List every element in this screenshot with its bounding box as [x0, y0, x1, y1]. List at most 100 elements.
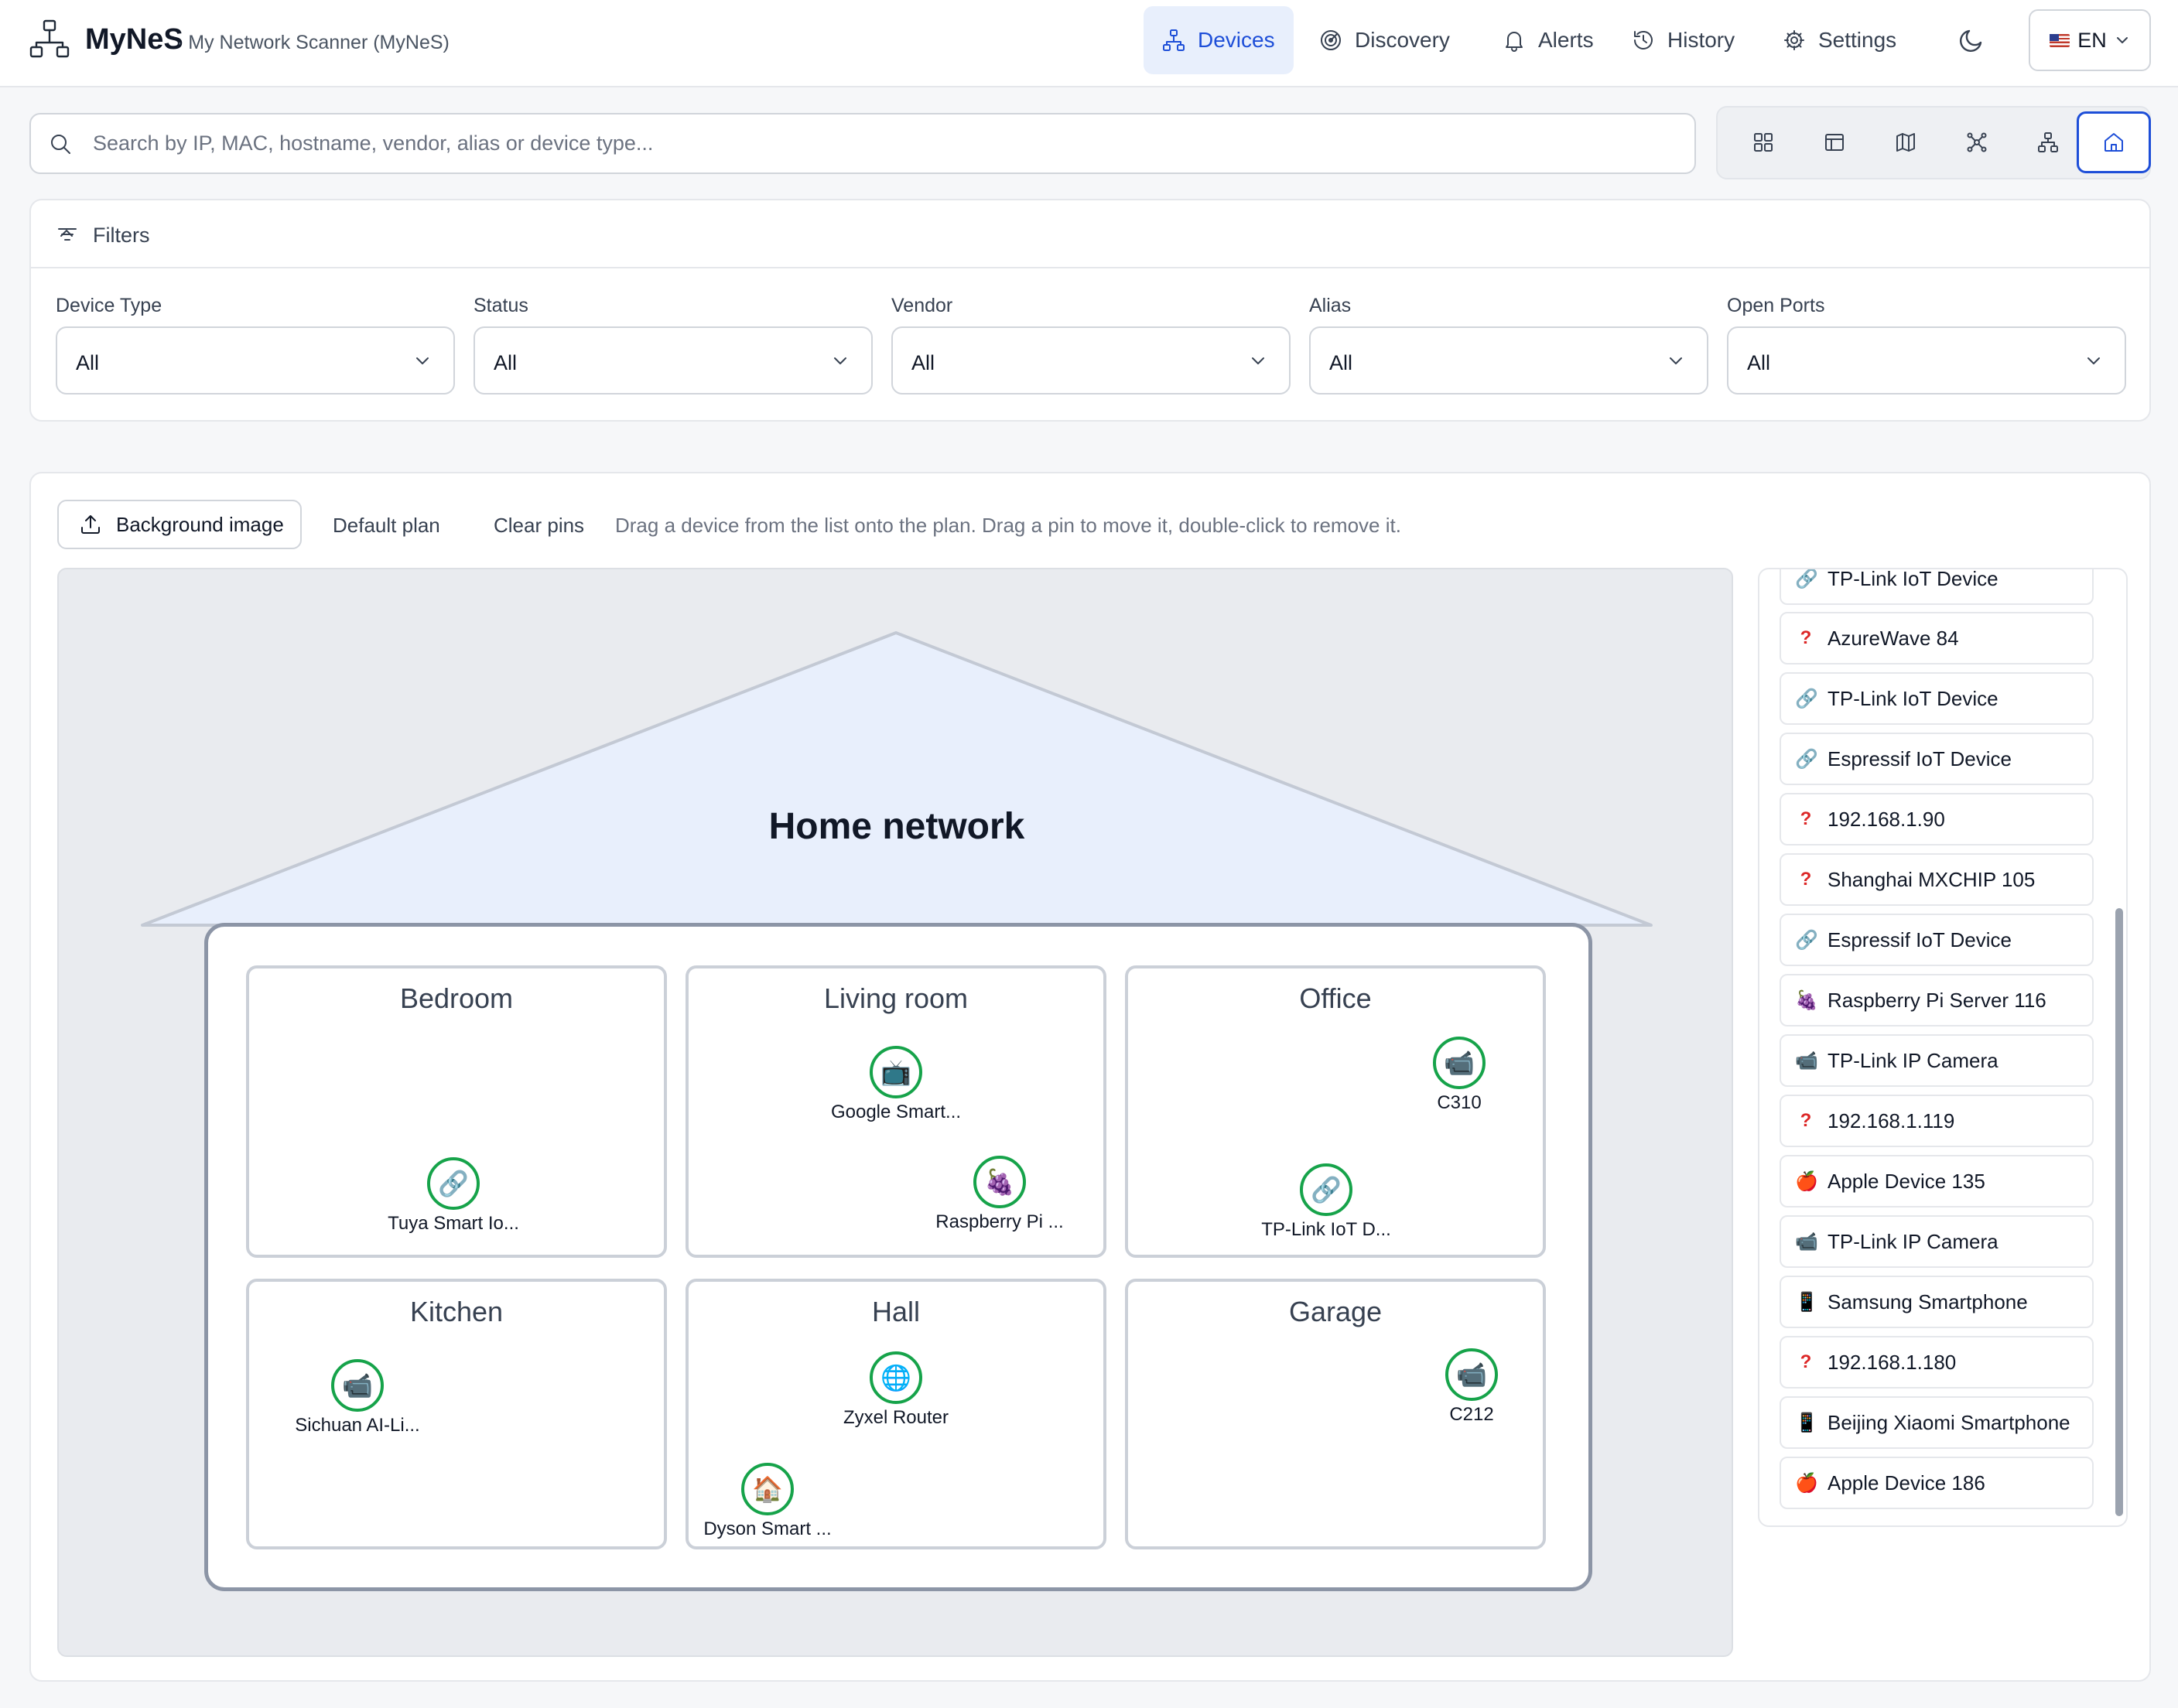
device-name: TP-Link IoT Device [1828, 686, 1998, 710]
chevron-down-icon [2087, 357, 2100, 364]
device-pin[interactable]: 📹 Sichuan AI-Li... [288, 1359, 427, 1436]
device-list-item[interactable]: 📱Samsung Smartphone [1780, 1276, 2094, 1328]
device-list-item[interactable]: ?192.168.1.180 [1780, 1336, 2094, 1389]
pin-label: TP-Link IoT D... [1261, 1219, 1391, 1240]
room-living-room-name: Living room [823, 982, 969, 1014]
nav-alerts[interactable]: Alerts [1484, 6, 1612, 74]
filter-open-ports-label: Open Ports [1727, 295, 1825, 316]
filter-alias-select[interactable]: All [1309, 326, 1708, 395]
filters-header[interactable]: Filters [31, 200, 2149, 268]
device-list-item[interactable]: 🔗Espressif IoT Device [1780, 733, 2094, 785]
house-roof [141, 631, 1653, 927]
filter-vendor-label: Vendor [891, 295, 953, 316]
device-pin[interactable]: 🔗 Tuya Smart Io... [384, 1157, 523, 1235]
device-pin[interactable]: 🏠 Dyson Smart ... [698, 1463, 837, 1540]
device-pin[interactable]: 📺 Google Smart... [826, 1046, 966, 1123]
filter-open-ports-select[interactable]: All [1727, 326, 2126, 395]
background-image-label: Background image [116, 512, 284, 536]
search-input[interactable] [93, 114, 1679, 173]
apple-icon: 🍎 [1795, 1472, 1818, 1494]
chevron-up-icon[interactable] [56, 223, 77, 244]
camera-icon: 📹 [1433, 1037, 1486, 1089]
language-label: EN [2077, 28, 2107, 52]
device-list-item[interactable]: ?AzureWave 84 [1780, 612, 2094, 664]
room-garage: Garage 📹 C212 [1125, 1279, 1546, 1549]
filter-status-select[interactable]: All [474, 326, 873, 395]
device-pin[interactable]: 🔗 TP-Link IoT D... [1257, 1163, 1396, 1241]
device-name: Espressif IoT Device [1828, 927, 2012, 951]
theme-toggle-button[interactable] [1950, 19, 1993, 62]
device-list[interactable]: 🔗TP-Link IoT Device ?AzureWave 84 🔗TP-Li… [1758, 568, 2128, 1527]
graph-icon [1967, 132, 1987, 152]
device-pin[interactable]: 📹 C310 [1390, 1037, 1529, 1114]
home-icon [2104, 133, 2123, 152]
room-bedroom: Bedroom 🔗 Tuya Smart Io... [246, 965, 667, 1258]
view-map-button[interactable] [1871, 111, 1940, 173]
map-icon [1896, 133, 1915, 152]
pin-label: C212 [1449, 1404, 1494, 1425]
nav-devices[interactable]: Devices [1144, 6, 1294, 74]
home-plan-card: Background image Default plan Clear pins… [29, 472, 2151, 1682]
nav-history-label: History [1667, 28, 1735, 52]
view-graph-button[interactable] [1942, 111, 2012, 173]
plan-title: Home network [768, 806, 1025, 847]
floor-plan-canvas[interactable]: Home network Bedroom 🔗 Tuya Smart Io... … [57, 568, 1733, 1657]
nav-discovery[interactable]: Discovery [1301, 6, 1469, 74]
grid-icon [1754, 133, 1773, 152]
nav-discovery-label: Discovery [1355, 28, 1450, 52]
room-kitchen-name: Kitchen [409, 1296, 504, 1327]
pin-label: Sichuan AI-Li... [295, 1415, 420, 1436]
filter-vendor: Vendor All [891, 295, 1291, 395]
device-list-item[interactable]: ?192.168.1.119 [1780, 1095, 2094, 1147]
device-list-item[interactable]: 📹TP-Link IP Camera [1780, 1034, 2094, 1087]
view-topology-button[interactable] [2013, 111, 2083, 173]
device-name: AzureWave 84 [1828, 626, 1959, 650]
device-list-item[interactable]: 📹TP-Link IP Camera [1780, 1215, 2094, 1268]
device-list-item[interactable]: 📱Beijing Xiaomi Smartphone [1780, 1396, 2094, 1449]
filter-open-ports: Open Ports All [1727, 295, 2126, 395]
question-icon: ? [1800, 808, 1812, 829]
network-icon [1163, 29, 1185, 51]
nav-settings[interactable]: Settings [1764, 6, 1915, 74]
link-icon: 🔗 [1795, 748, 1818, 770]
link-icon: 🔗 [1795, 929, 1818, 951]
clear-pins-button[interactable]: Clear pins [494, 514, 585, 537]
filter-device-type-value: All [76, 351, 100, 374]
view-grid-button[interactable] [1728, 111, 1798, 173]
background-image-button[interactable]: Background image [57, 500, 302, 549]
app-name: MyNeS [85, 23, 183, 56]
filters-panel: Filters Device Type All Status All Vendo… [29, 199, 2151, 422]
device-list-item[interactable]: 🔗TP-Link IoT Device [1780, 672, 2094, 725]
room-bedroom-name: Bedroom [399, 982, 514, 1014]
filter-device-type-select[interactable]: All [56, 326, 455, 395]
room-kitchen: Kitchen 📹 Sichuan AI-Li... [246, 1279, 667, 1549]
camera-icon: 📹 [1445, 1348, 1498, 1401]
device-list-item[interactable]: 🍇Raspberry Pi Server 116 [1780, 974, 2094, 1027]
device-list-item[interactable]: 🔗TP-Link IoT Device [1780, 569, 2094, 605]
question-icon: ? [1800, 1351, 1812, 1372]
filter-device-type-label: Device Type [56, 295, 162, 316]
device-name: Apple Device 186 [1828, 1471, 1985, 1494]
home-device-icon: 🏠 [741, 1463, 794, 1515]
pin-label: Dyson Smart ... [703, 1518, 832, 1539]
device-pin[interactable]: 📹 C212 [1402, 1348, 1541, 1426]
view-home-plan-button[interactable] [2077, 111, 2151, 173]
device-list-item[interactable]: 🍎Apple Device 135 [1780, 1155, 2094, 1208]
device-pin[interactable]: 🌐 Zyxel Router [826, 1351, 966, 1429]
history-icon [1634, 30, 1653, 50]
device-list-scrollbar[interactable] [2115, 908, 2123, 1516]
language-select[interactable]: EN [2029, 9, 2151, 71]
device-list-item[interactable]: 🔗 Espressif IoT Device [1780, 914, 2094, 966]
camera-icon: 📹 [1795, 1050, 1818, 1071]
device-list-item[interactable]: 🍎 Apple Device 186 [1780, 1457, 2094, 1509]
device-list-item[interactable]: ?Shanghai MXCHIP 105 [1780, 853, 2094, 906]
bell-icon [1506, 32, 1523, 52]
device-pin[interactable]: 🍇 Raspberry Pi ... [930, 1156, 1069, 1233]
default-plan-button[interactable]: Default plan [333, 514, 440, 537]
view-table-button[interactable] [1800, 111, 1869, 173]
smartphone-icon: 📱 [1795, 1412, 1818, 1433]
filter-vendor-select[interactable]: All [891, 326, 1291, 395]
nav-history[interactable]: History [1613, 6, 1753, 74]
device-list-item[interactable]: ?192.168.1.90 [1780, 793, 2094, 845]
tv-icon: 📺 [870, 1046, 922, 1098]
